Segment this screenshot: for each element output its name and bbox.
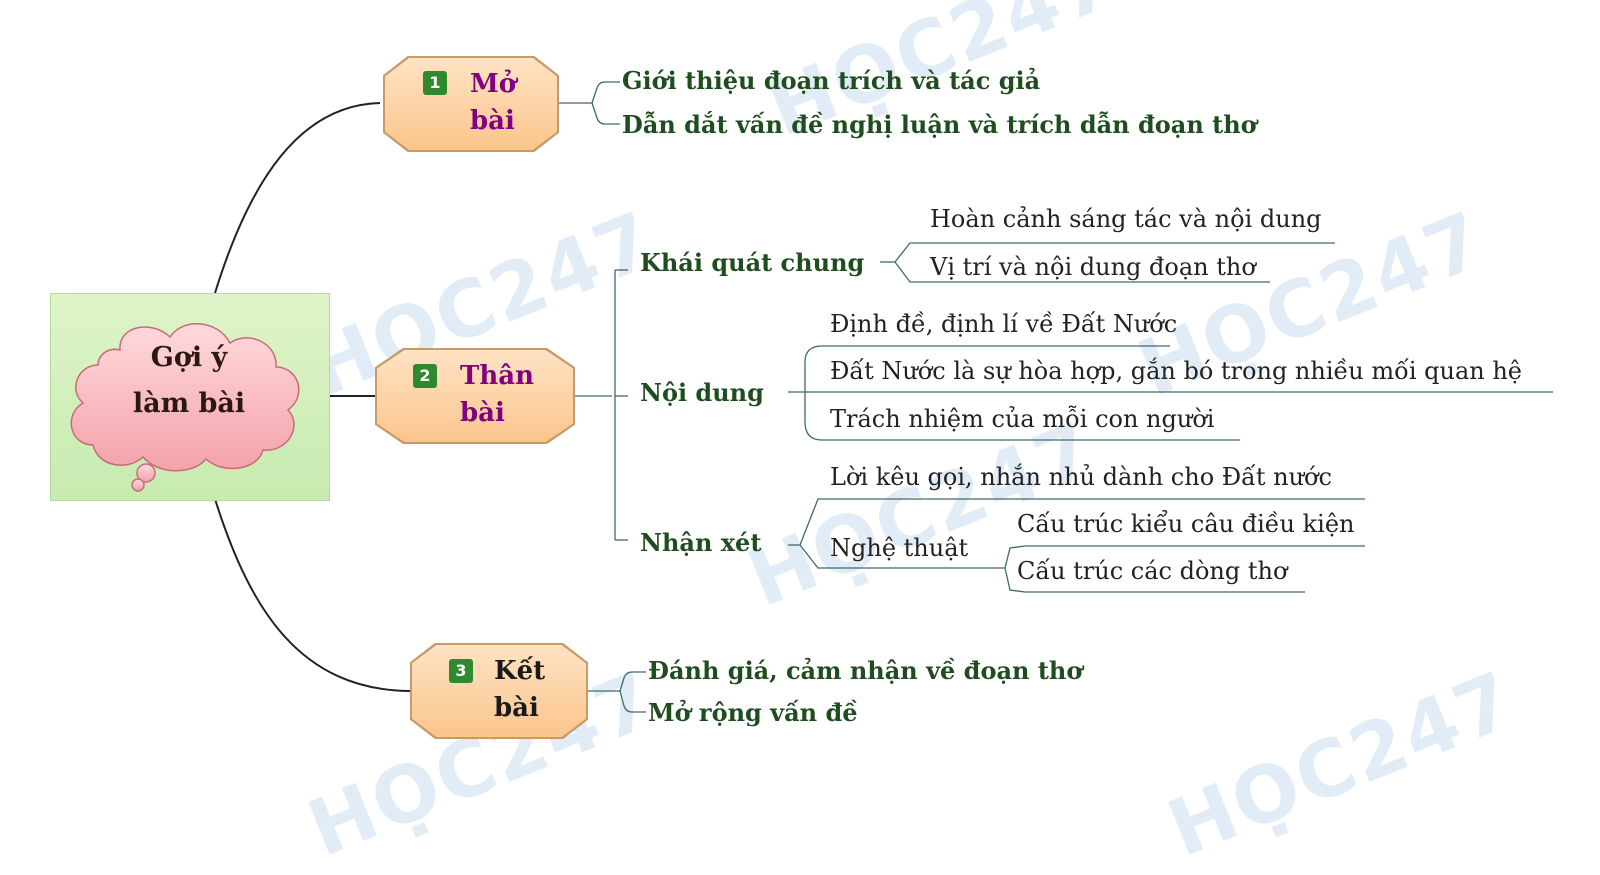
central-label-line-1: Gợi ý <box>150 342 228 373</box>
nghe-thuat-item-2: Cấu trúc các dòng thơ <box>1017 557 1288 585</box>
branch-3-box <box>412 645 586 737</box>
noi-dung-item-1: Định đề, định lí về Đất Nước <box>830 310 1178 338</box>
noi-dung-item-2: Đất Nước là sự hòa hợp, gắn bó trong nhi… <box>830 357 1522 385</box>
branch-2-number-badge: 2 <box>413 364 437 388</box>
khai-quat-item-1: Hoàn cảnh sáng tác và nội dung <box>930 205 1322 233</box>
branch-1-title: Mở bài <box>470 69 517 136</box>
connector-lines <box>214 81 1553 713</box>
mo-bai-item-1: Giới thiệu đoạn trích và tác giả <box>622 66 1041 95</box>
noi-dung-item-3: Trách nhiệm của mỗi con người <box>830 405 1215 433</box>
central-label-line-2: làm bài <box>132 388 246 419</box>
branch-2-box <box>377 350 573 442</box>
ket-bai-item-2: Mở rộng vấn đề <box>648 698 858 727</box>
cloud-shape <box>70 323 300 492</box>
section-nhan-xet: Nhận xét <box>640 528 762 557</box>
branch-3-number-badge: 3 <box>449 659 473 683</box>
khai-quat-item-2: Vị trí và nội dung đoạn thơ <box>930 253 1256 281</box>
ket-bai-item-1: Đánh giá, cảm nhận về đoạn thơ <box>648 656 1083 685</box>
nghe-thuat-item-1: Cấu trúc kiểu câu điều kiện <box>1017 510 1355 538</box>
branch-1-number-badge: 1 <box>423 71 447 95</box>
branch-1-box <box>385 58 557 150</box>
branch-3-title: Kết bài <box>494 656 546 723</box>
branch-2-title: Thân bài <box>460 361 535 428</box>
nhan-xet-item-1: Lời kêu gọi, nhắn nhủ dành cho Đất nước <box>830 463 1332 491</box>
mo-bai-item-2: Dẫn dắt vấn đề nghị luận và trích dẫn đo… <box>622 110 1257 139</box>
nhan-xet-item-nghe-thuat: Nghệ thuật <box>830 534 969 562</box>
section-khai-quat-chung: Khái quát chung <box>640 248 865 277</box>
central-node-label: Gợi ý làm bài <box>50 335 328 427</box>
section-noi-dung: Nội dung <box>640 378 764 407</box>
